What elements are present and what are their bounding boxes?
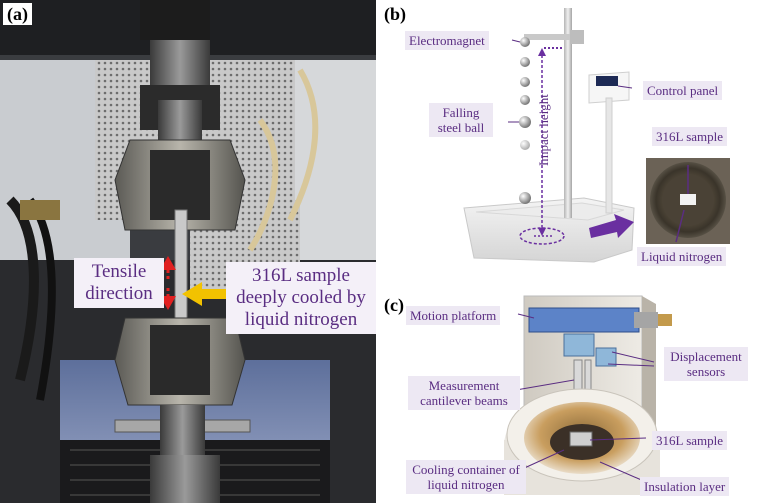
panel-c-tag: (c) [384, 294, 408, 316]
control-panel-label: Control panel [643, 81, 723, 100]
panel-a-photo: (a) Tensile direction 316L sample deeply… [0, 0, 376, 503]
insulation-layer-label: Insulation layer [640, 477, 730, 496]
displacement-sensors-label: Displacement sensors [664, 347, 748, 381]
falling-steel-ball-label: Falling steel ball [429, 103, 493, 137]
tensile-down-arrow [160, 296, 176, 310]
impact-height-label: Impact height [536, 94, 551, 166]
sample-cooled-label: 316L sample deeply cooled by liquid nitr… [226, 262, 376, 334]
tensile-up-arrow [160, 256, 176, 270]
impact-device-illustration [463, 8, 730, 263]
panel-b-tag: (b) [384, 3, 410, 25]
motion-platform-label: Motion platform [406, 306, 501, 325]
panel-b-illustration: (b) Electromagnet Control panel Falling … [384, 0, 758, 285]
zoom-arrow [589, 214, 634, 238]
sample-label-c: 316L sample [652, 431, 728, 450]
panel-a-tag: (a) [3, 3, 32, 25]
electromagnet-label: Electromagnet [405, 31, 489, 50]
tensile-machine-illustration [0, 0, 376, 503]
measurement-setup-illustration [504, 295, 672, 495]
liquid-nitrogen-label: Liquid nitrogen [637, 247, 727, 266]
cooling-container-label: Cooling container of liquid nitrogen [406, 460, 526, 494]
panel-c-illustration: (c) Motion platform Displacement sensors… [384, 290, 758, 503]
sample-label-b: 316L sample [652, 127, 728, 146]
tensile-direction-label: Tensile direction [74, 258, 164, 308]
cantilever-beams-label: Measurement cantilever beams [408, 376, 520, 410]
sample-pointer-arrow [182, 282, 226, 306]
